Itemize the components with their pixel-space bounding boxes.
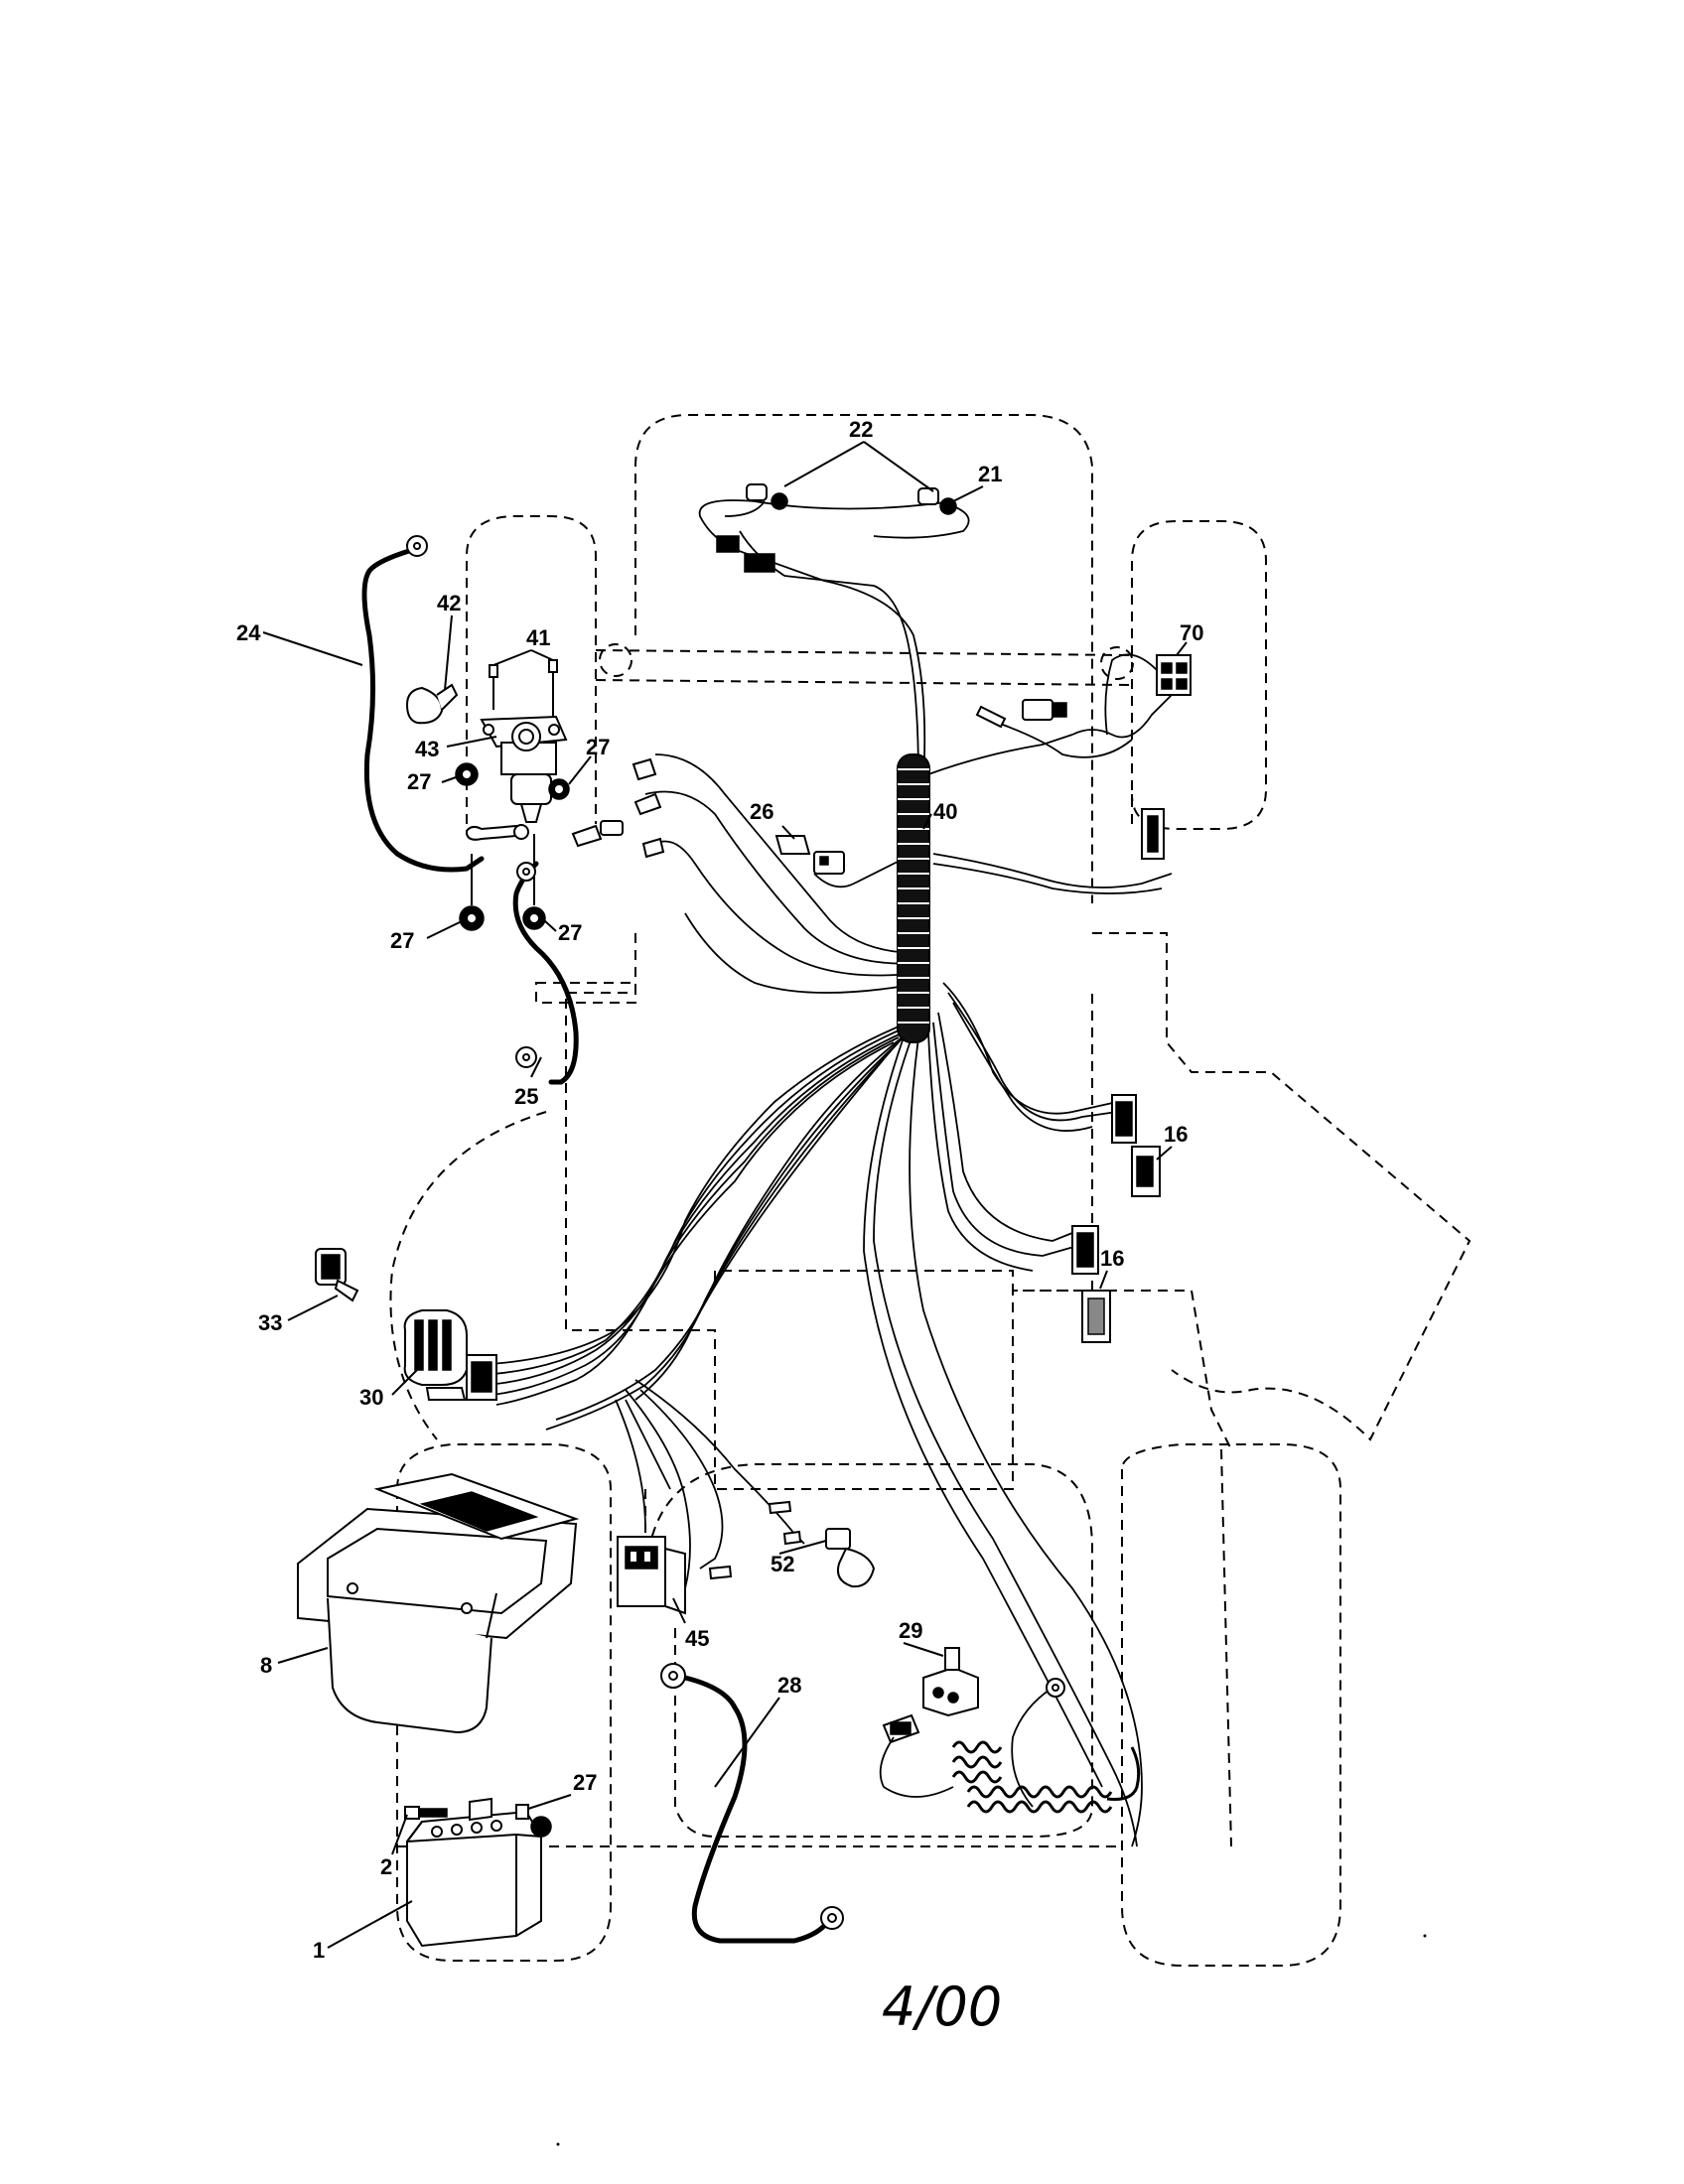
- callout-16b: 16: [1100, 1246, 1124, 1271]
- callout-24: 24: [236, 620, 261, 645]
- seat-switch-29: [879, 1647, 1065, 1808]
- callout-40: 40: [933, 799, 957, 824]
- battery-1: [406, 1810, 552, 1948]
- battery-bolt-2: [404, 1797, 529, 1822]
- callout-70: 70: [1180, 620, 1203, 645]
- leader-lines: [262, 441, 1188, 1949]
- callout-43: 43: [415, 737, 439, 761]
- connectors-16: [1071, 1094, 1161, 1343]
- starter-solenoid-43: [480, 715, 568, 823]
- callout-33: 33: [258, 1310, 282, 1335]
- harness-loom: [897, 753, 930, 1043]
- battery-cable-24: [361, 535, 485, 873]
- callout-27c: 27: [390, 928, 414, 953]
- solenoid-screws-41: [489, 659, 558, 720]
- callout-27d: 27: [558, 920, 582, 945]
- callout-1: 1: [313, 1938, 325, 1963]
- callout-25: 25: [514, 1084, 538, 1109]
- small-plugs: [571, 757, 665, 859]
- callout-45: 45: [685, 1626, 709, 1651]
- bulb-52: [708, 1500, 876, 1588]
- callout-42: 42: [437, 591, 461, 615]
- date-mark: 4/00: [882, 1976, 1002, 2038]
- headlight-bulbs: [716, 483, 970, 573]
- callout-30: 30: [359, 1385, 383, 1410]
- ignition-switch-30: [403, 1309, 497, 1401]
- terminal-boot-42: [405, 683, 459, 725]
- module-45: [617, 1536, 686, 1615]
- callout-27b: 27: [586, 735, 610, 759]
- callout-28: 28: [777, 1673, 801, 1698]
- connectors-26: [774, 835, 845, 875]
- callout-52: 52: [771, 1552, 794, 1576]
- ignition-key-33: [315, 1248, 359, 1302]
- callout-8: 8: [260, 1653, 272, 1678]
- callout-16a: 16: [1164, 1122, 1188, 1147]
- callout-26: 26: [750, 799, 773, 824]
- callout-29: 29: [899, 1618, 922, 1643]
- callout-2: 2: [380, 1854, 392, 1879]
- ground-cable-28: [660, 1663, 844, 1944]
- battery-tray-8: [297, 1472, 580, 1734]
- tractor-outline: [389, 414, 1472, 1967]
- coil-cord: [951, 1740, 1141, 1814]
- main-harness: [476, 499, 1173, 1847]
- speck: [556, 2142, 560, 2146]
- callout-22: 22: [849, 417, 873, 442]
- callout-labels: 22 21 24 42 41 43 27 27 27 27 25 26 40 7…: [236, 417, 1203, 1963]
- callout-21: 21: [978, 462, 1002, 486]
- ground-cable-25: [512, 861, 579, 1085]
- callout-27a: 27: [407, 769, 431, 794]
- speck: [1423, 1934, 1427, 1938]
- callout-41: 41: [526, 625, 550, 650]
- nuts-27-solenoid: [455, 762, 570, 931]
- callout-27e: 27: [573, 1770, 597, 1795]
- right-connectors-70: [975, 653, 1192, 860]
